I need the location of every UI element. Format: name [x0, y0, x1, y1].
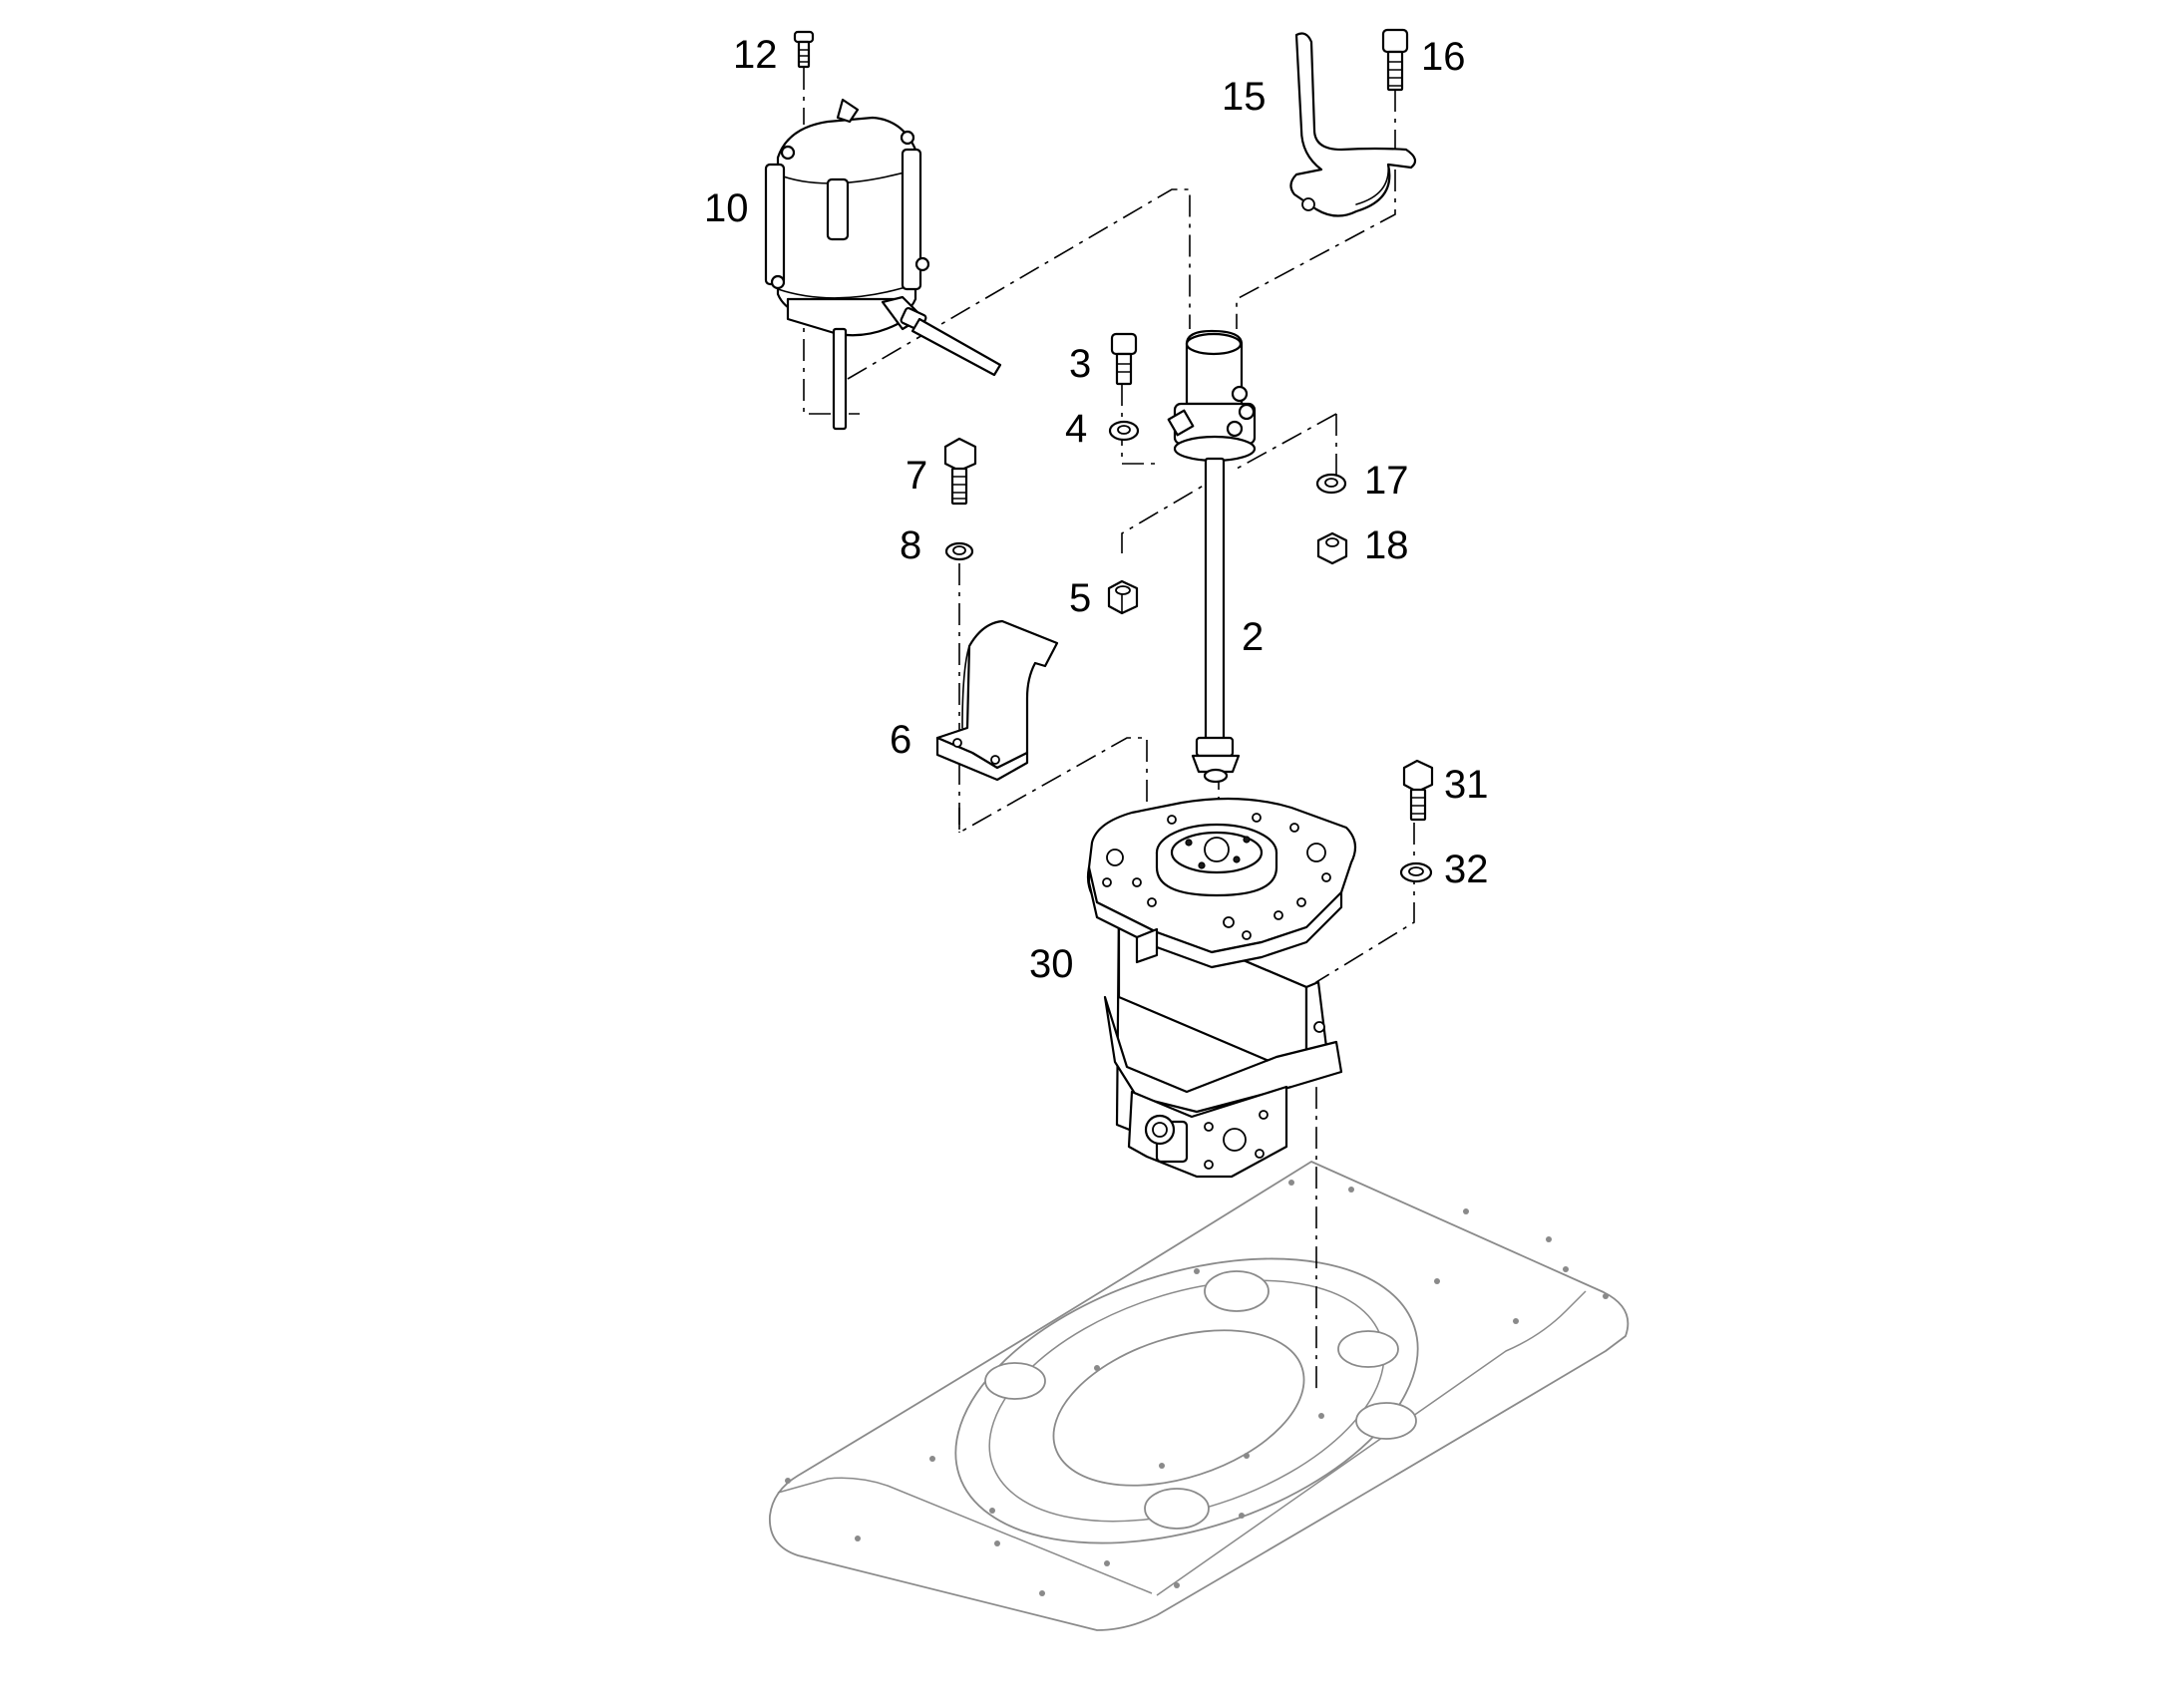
callout-30: 30 — [1029, 942, 1074, 986]
callout-18: 18 — [1364, 523, 1409, 567]
callout-2: 2 — [1242, 615, 1264, 659]
callout-10: 10 — [704, 186, 749, 230]
callout-8: 8 — [900, 523, 921, 567]
screw-3 — [1110, 332, 1138, 386]
callout-4: 4 — [1065, 407, 1087, 451]
callout-32: 32 — [1444, 848, 1489, 891]
callout-labels: 2 3 4 5 6 7 8 10 12 15 16 17 18 30 31 32 — [704, 33, 1489, 986]
bolt-7 — [943, 437, 977, 506]
washer-8 — [944, 541, 974, 561]
callout-5: 5 — [1069, 576, 1091, 620]
callout-31: 31 — [1444, 763, 1489, 807]
washer-32 — [1399, 861, 1433, 883]
screw-12 — [793, 30, 815, 69]
bracket-6 — [935, 619, 1059, 782]
base-plate-ghost — [769, 1161, 1630, 1631]
nut-18 — [1316, 531, 1348, 565]
callout-7: 7 — [906, 454, 927, 498]
screw-16 — [1381, 28, 1409, 92]
bolt-31 — [1402, 759, 1434, 822]
hydraulic-motor-30 — [1086, 797, 1357, 1179]
actuator-assembly — [764, 98, 1002, 431]
base-plate-holes — [785, 1180, 1609, 1596]
callout-16: 16 — [1421, 35, 1466, 79]
callout-15: 15 — [1222, 75, 1267, 119]
washer-4 — [1108, 420, 1140, 442]
callout-12: 12 — [733, 33, 778, 77]
rotary-joint-shaft-2 — [1167, 329, 1257, 784]
callout-3: 3 — [1069, 342, 1091, 386]
washer-17 — [1315, 473, 1347, 495]
callout-6: 6 — [890, 718, 911, 762]
callout-17: 17 — [1364, 459, 1409, 503]
nut-5 — [1107, 579, 1139, 615]
bracket-15 — [1289, 32, 1417, 217]
